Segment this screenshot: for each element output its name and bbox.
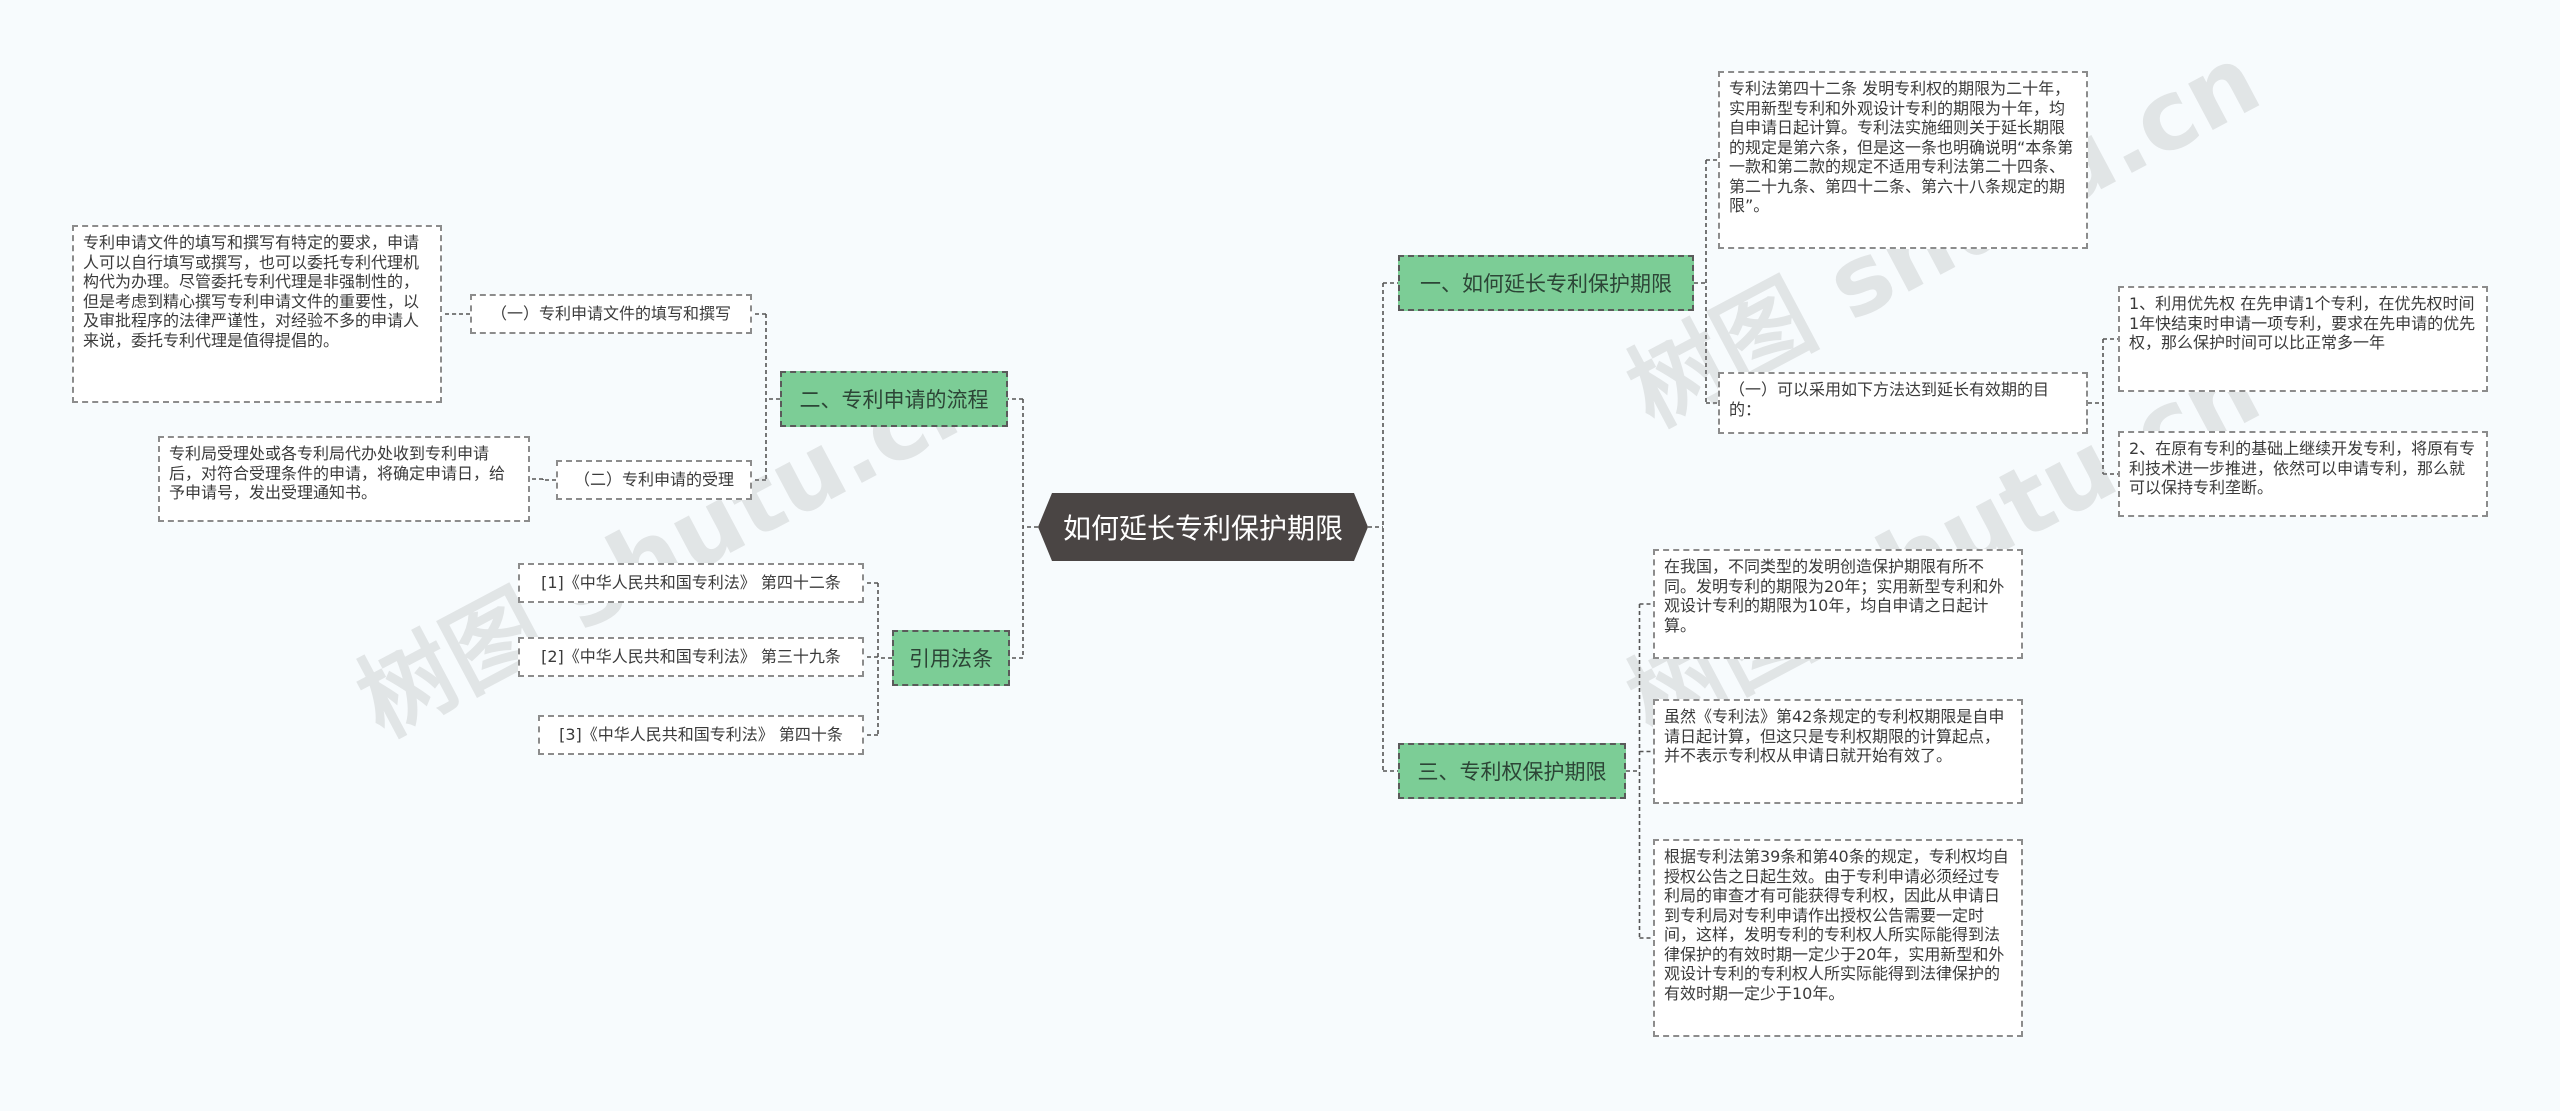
branch-cited-articles[interactable]: 引用法条 (892, 630, 1010, 686)
leaf-term-effective-date[interactable]: 根据专利法第39条和第40条的规定，专利权均自授权公告之日起生效。由于专利申请必… (1653, 839, 2023, 1037)
branch-patent-protection-term[interactable]: 三、专利权保护期限 (1398, 743, 1626, 799)
citation-article-42[interactable]: [1]《中华人民共和国专利法》 第四十二条 (518, 563, 864, 603)
leaf-extension-methods[interactable]: （一）可以采用如下方法达到延长有效期的目的： (1718, 372, 2088, 434)
branch-application-process[interactable]: 二、专利申请的流程 (780, 371, 1008, 427)
citation-article-40[interactable]: [3]《中华人民共和国专利法》 第四十条 (538, 715, 864, 755)
leaf-filing-documents-text[interactable]: 专利申请文件的填写和撰写有特定的要求，申请人可以自行填写或撰写，也可以委托专利代… (72, 225, 442, 403)
leaf-method-continued-development[interactable]: 2、在原有专利的基础上继续开发专利，将原有专利技术进一步推进，依然可以申请专利，… (2118, 431, 2488, 517)
leaf-term-by-type[interactable]: 在我国，不同类型的发明创造保护期限有所不同。发明专利的期限为20年；实用新型专利… (1653, 549, 2023, 659)
leaf-term-calculation-start[interactable]: 虽然《专利法》第42条规定的专利权期限是自申请日起计算，但这只是专利权期限的计算… (1653, 699, 2023, 804)
leaf-patent-law-article-42[interactable]: 专利法第四十二条 发明专利权的期限为二十年，实用新型专利和外观设计专利的期限为十… (1718, 71, 2088, 249)
leaf-filing-documents-title[interactable]: （一）专利申请文件的填写和撰写 (470, 294, 752, 334)
leaf-acceptance-text[interactable]: 专利局受理处或各专利局代办处收到专利申请后，对符合受理条件的申请，将确定申请日，… (158, 436, 530, 522)
citation-article-39[interactable]: [2]《中华人民共和国专利法》 第三十九条 (518, 637, 864, 677)
branch-extend-patent-term[interactable]: 一、如何延长专利保护期限 (1398, 255, 1694, 311)
root-topic[interactable]: 如何延长专利保护期限 (1038, 493, 1368, 561)
leaf-acceptance-title[interactable]: （二）专利申请的受理 (556, 460, 752, 500)
leaf-method-priority-right[interactable]: 1、利用优先权 在先申请1个专利，在优先权时间1年快结束时申请一项专利，要求在先… (2118, 286, 2488, 392)
